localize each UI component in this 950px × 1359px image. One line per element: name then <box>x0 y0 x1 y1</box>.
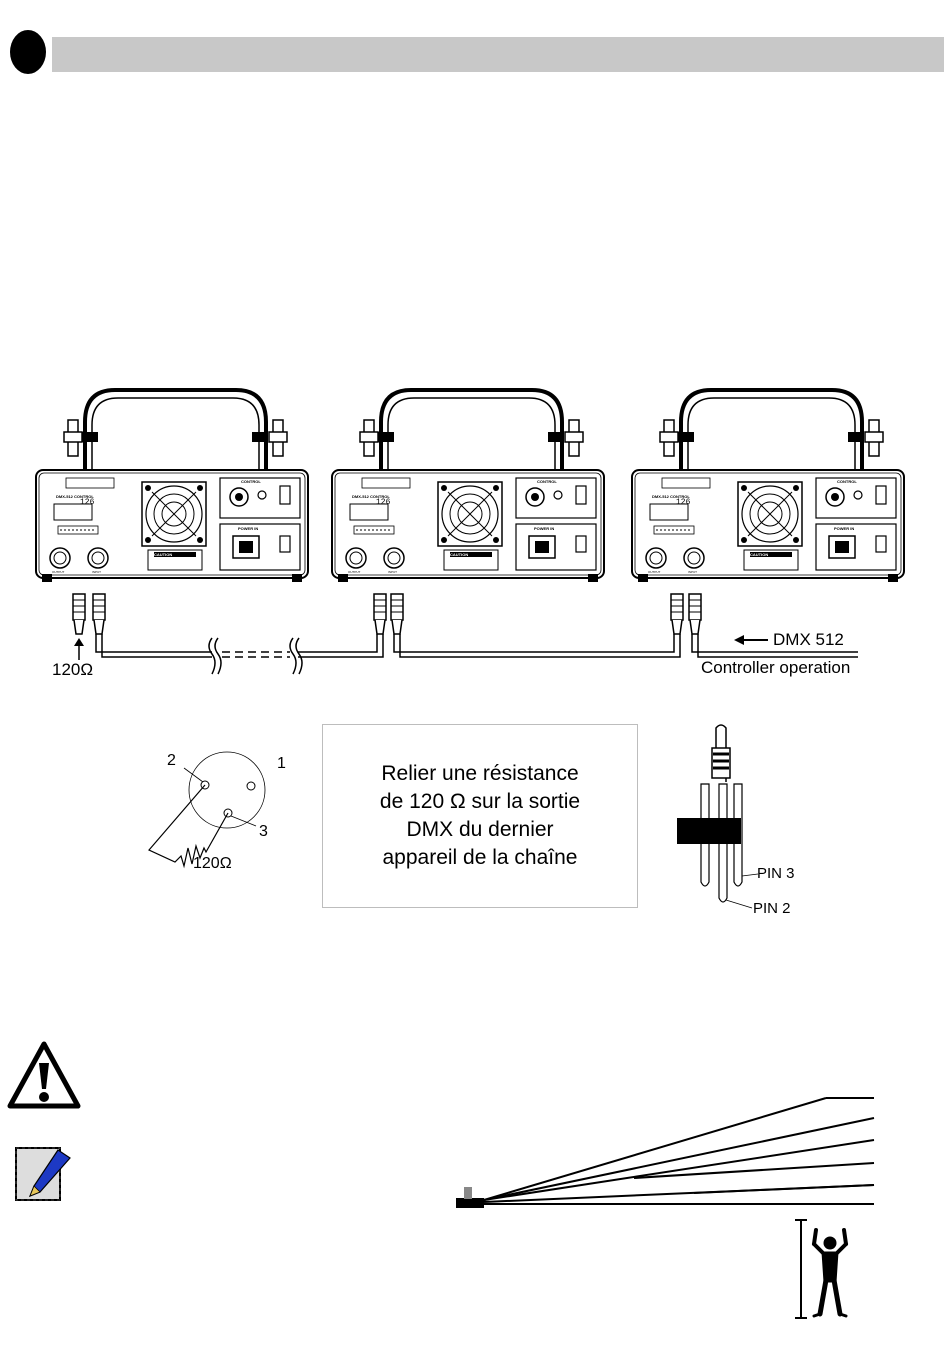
plug-pin-3-label: PIN 3 <box>757 865 795 882</box>
laser-beam-diagram <box>456 1097 875 1319</box>
resistor-value-label: 120Ω <box>193 855 232 872</box>
pin-1-label: 1 <box>277 755 286 772</box>
input-label-2: INPUT <box>388 570 397 574</box>
resistor-zigzag <box>148 784 229 869</box>
dmx-control-label-3: DMX-512 CONTROL <box>652 494 690 499</box>
pin-3-label: 3 <box>259 823 268 840</box>
note-line-2: de 120 Ω sur la sortie <box>379 790 581 813</box>
xlr-pinout <box>148 751 266 869</box>
caution-label-2: CAUTION <box>450 552 468 557</box>
dmx-control-label-1: DMX-512 CONTROL <box>56 494 94 499</box>
person-silhouette-icon <box>812 1228 848 1318</box>
cable-plug-3 <box>390 593 404 635</box>
output-label-2: OUTPUT <box>348 570 361 574</box>
section-header-bar <box>52 37 944 72</box>
control-label-2: CONTROL <box>537 479 557 484</box>
output-label-3: OUTPUT <box>648 570 661 574</box>
cable-plug-2 <box>373 593 387 635</box>
dmx-512-label: DMX 512 <box>773 630 844 649</box>
dmx-cable-controller <box>691 634 858 658</box>
control-label-1: CONTROL <box>241 479 261 484</box>
input-label-3: INPUT <box>688 570 697 574</box>
pin-2-label: 2 <box>167 752 176 769</box>
caution-label-3: CAUTION <box>750 552 768 557</box>
display-text-3: 126 <box>676 498 691 507</box>
display-text-2: 126 <box>376 498 391 507</box>
power-label-1: POWER IN <box>238 526 258 531</box>
note-line-4: appareil de la chaîne <box>382 846 578 869</box>
power-label-2: POWER IN <box>534 526 554 531</box>
cable-plug-5 <box>688 593 702 635</box>
input-label-1: INPUT <box>92 570 101 574</box>
control-label-3: CONTROL <box>837 479 857 484</box>
caution-label-1: CAUTION <box>154 552 172 557</box>
dmx-cable-1 <box>95 634 384 675</box>
note-pencil-icon <box>15 1147 71 1201</box>
termination-note-box: Relier une résistance de 120 Ω sur la so… <box>322 724 638 908</box>
terminator-plug <box>72 593 86 635</box>
power-label-3: POWER IN <box>834 526 854 531</box>
dmx-cable-2 <box>393 634 681 658</box>
xlr-plug-resistor <box>677 724 759 909</box>
controller-operation-label: Controller operation <box>701 658 851 677</box>
display-text-1: 126 <box>80 498 95 507</box>
cable-plug-4 <box>670 593 684 635</box>
cable-plug-1 <box>92 593 106 635</box>
section-bullet <box>10 30 46 74</box>
note-line-1: Relier une résistance <box>381 762 579 785</box>
warning-triangle-icon <box>7 1041 81 1109</box>
terminator-label: 120Ω <box>52 660 94 679</box>
output-label-1: OUTPUT <box>52 570 65 574</box>
note-line-3: DMX du dernier <box>406 818 554 841</box>
plug-pin-2-label: PIN 2 <box>753 900 791 917</box>
dmx-control-label-2: DMX-512 CONTROL <box>352 494 390 499</box>
